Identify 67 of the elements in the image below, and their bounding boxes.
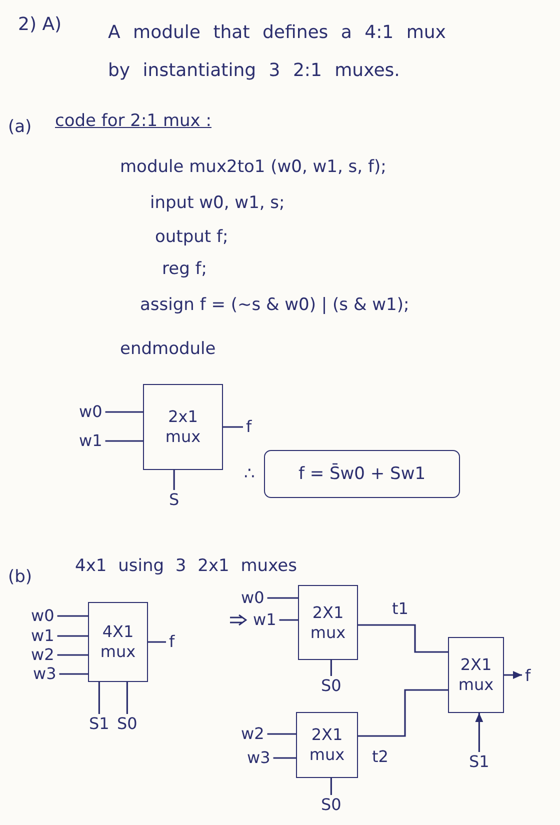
code-line: output f; <box>155 226 228 248</box>
connector-line <box>148 641 166 643</box>
connector-line <box>57 654 88 656</box>
question-text: A module that defines a 4:1 mux by instantiating 3 2:1 muxes. <box>108 21 447 83</box>
mux-label: 2x1 mux <box>164 407 202 447</box>
connector-line <box>330 778 332 795</box>
signal-label: S0 <box>114 714 140 734</box>
part-label: (b) <box>8 566 32 588</box>
signal-label: w0 <box>238 588 268 608</box>
signal-label: f <box>166 632 178 652</box>
section-heading: code for 2:1 mux : <box>55 110 212 132</box>
connector-line <box>173 470 175 490</box>
code-line: module mux2to1 (w0, w1, s, f); <box>120 156 386 178</box>
signal-label: S0 <box>318 795 344 815</box>
mux-block <box>88 602 148 682</box>
signal-label: S1 <box>466 752 492 772</box>
signal-label: f <box>522 666 534 686</box>
signal-label: f <box>243 417 255 437</box>
signal-label: w1 <box>28 626 58 646</box>
connector-line <box>98 682 100 714</box>
mux-block <box>296 712 358 778</box>
signal-label: w3 <box>30 664 60 684</box>
arrow <box>475 713 484 752</box>
code-line: assign f = (~s & w0) | (s & w1); <box>140 294 410 316</box>
part-label: (a) <box>8 116 32 138</box>
signal-label: w1 <box>76 431 106 451</box>
connector-line <box>330 660 332 676</box>
connector-line <box>126 682 128 714</box>
mux-block <box>298 585 358 660</box>
connector-line <box>223 426 243 428</box>
connector-line <box>358 624 448 653</box>
mux-label: 2X1 mux <box>309 602 347 642</box>
section-heading: 4x1 using 3 2x1 muxes <box>75 555 297 577</box>
edge-label: t2 <box>372 746 388 768</box>
mux-block <box>143 384 223 470</box>
mux-block <box>448 637 504 713</box>
code-line: endmodule <box>120 338 216 360</box>
signal-label: w2 <box>28 645 58 665</box>
formula-text: f = S̄w0 + Sw1 <box>298 464 426 484</box>
signal-label: w2 <box>238 724 268 744</box>
connector-line <box>267 597 298 599</box>
connector-line <box>57 615 88 617</box>
signal-label: S0 <box>318 676 344 696</box>
signal-label: w0 <box>28 606 58 626</box>
therefore-sign: ∴ <box>244 463 255 485</box>
signal-label: w1 <box>250 610 280 630</box>
signal-label: S <box>166 490 182 510</box>
connector-line <box>358 689 448 737</box>
connector-line <box>279 619 298 621</box>
edge-label: t1 <box>392 598 408 620</box>
code-line: input w0, w1, s; <box>150 192 285 214</box>
code-line: reg f; <box>162 258 207 280</box>
arrow <box>504 671 522 679</box>
signal-label: w0 <box>76 402 106 422</box>
mux-label: 2X1 mux <box>457 655 495 695</box>
connector-line <box>105 440 143 442</box>
connector-line <box>105 411 143 413</box>
connector-line <box>267 733 296 735</box>
signal-label: w3 <box>244 748 274 768</box>
connector-line <box>57 635 88 637</box>
mux-label: 2X1 mux <box>308 725 346 765</box>
question-number: 2) A) <box>18 14 62 36</box>
connector-line <box>59 673 88 675</box>
signal-label: S1 <box>86 714 112 734</box>
connector-line <box>273 757 296 759</box>
formula-box <box>264 450 460 498</box>
mux-label: 4X1 mux <box>99 622 137 662</box>
